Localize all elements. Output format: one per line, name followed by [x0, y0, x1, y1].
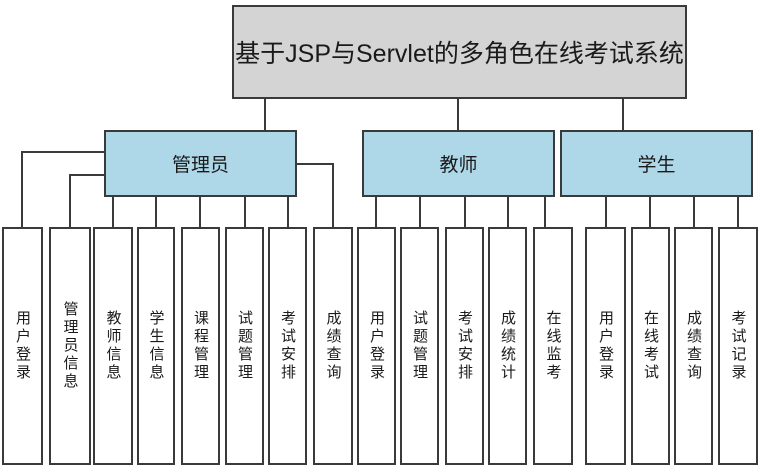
connector-line: [21, 151, 106, 228]
admin-leaf-admin-info: 管理员信息: [49, 227, 91, 465]
admin-leaf-score-query: 成绩查询: [313, 227, 353, 465]
admin-leaf-exam-schedule: 考试安排: [268, 227, 307, 465]
student-leaf-user-login: 用户登录: [585, 227, 626, 465]
system-title: 基于JSP与Servlet的多角色在线考试系统: [235, 40, 684, 68]
group-label-teacher: 教师: [439, 155, 478, 176]
admin-leaf-question-mgmt: 试题管理: [225, 227, 264, 465]
student-leaf-score-query: 成绩查询: [674, 227, 713, 465]
teacher-leaf-exam-schedule: 考试安排: [445, 227, 484, 465]
group-label-student: 学生: [637, 155, 676, 176]
group-box-student: 学生: [560, 130, 753, 197]
teacher-leaf-score-stats: 成绩统计: [488, 227, 527, 465]
teacher-leaf-online-proctor: 在线监考: [533, 227, 573, 465]
teacher-leaf-question-mgmt: 试题管理: [400, 227, 439, 465]
teacher-leaf-user-login: 用户登录: [357, 227, 396, 465]
student-leaf-exam-record: 考试记录: [718, 227, 758, 465]
group-label-admin: 管理员: [171, 155, 229, 176]
admin-leaf-user-login: 用户登录: [2, 227, 43, 465]
admin-leaf-student-info: 学生信息: [137, 227, 175, 465]
connector-line: [295, 163, 334, 228]
student-leaf-online-exam: 在线考试: [631, 227, 670, 465]
system-title-box: 基于JSP与Servlet的多角色在线考试系统: [232, 5, 687, 99]
connector-line: [69, 174, 106, 228]
admin-leaf-teacher-info: 教师信息: [93, 227, 133, 465]
admin-leaf-course-mgmt: 课程管理: [181, 227, 220, 465]
group-box-teacher: 教师: [362, 130, 555, 197]
group-box-admin: 管理员: [104, 130, 297, 197]
